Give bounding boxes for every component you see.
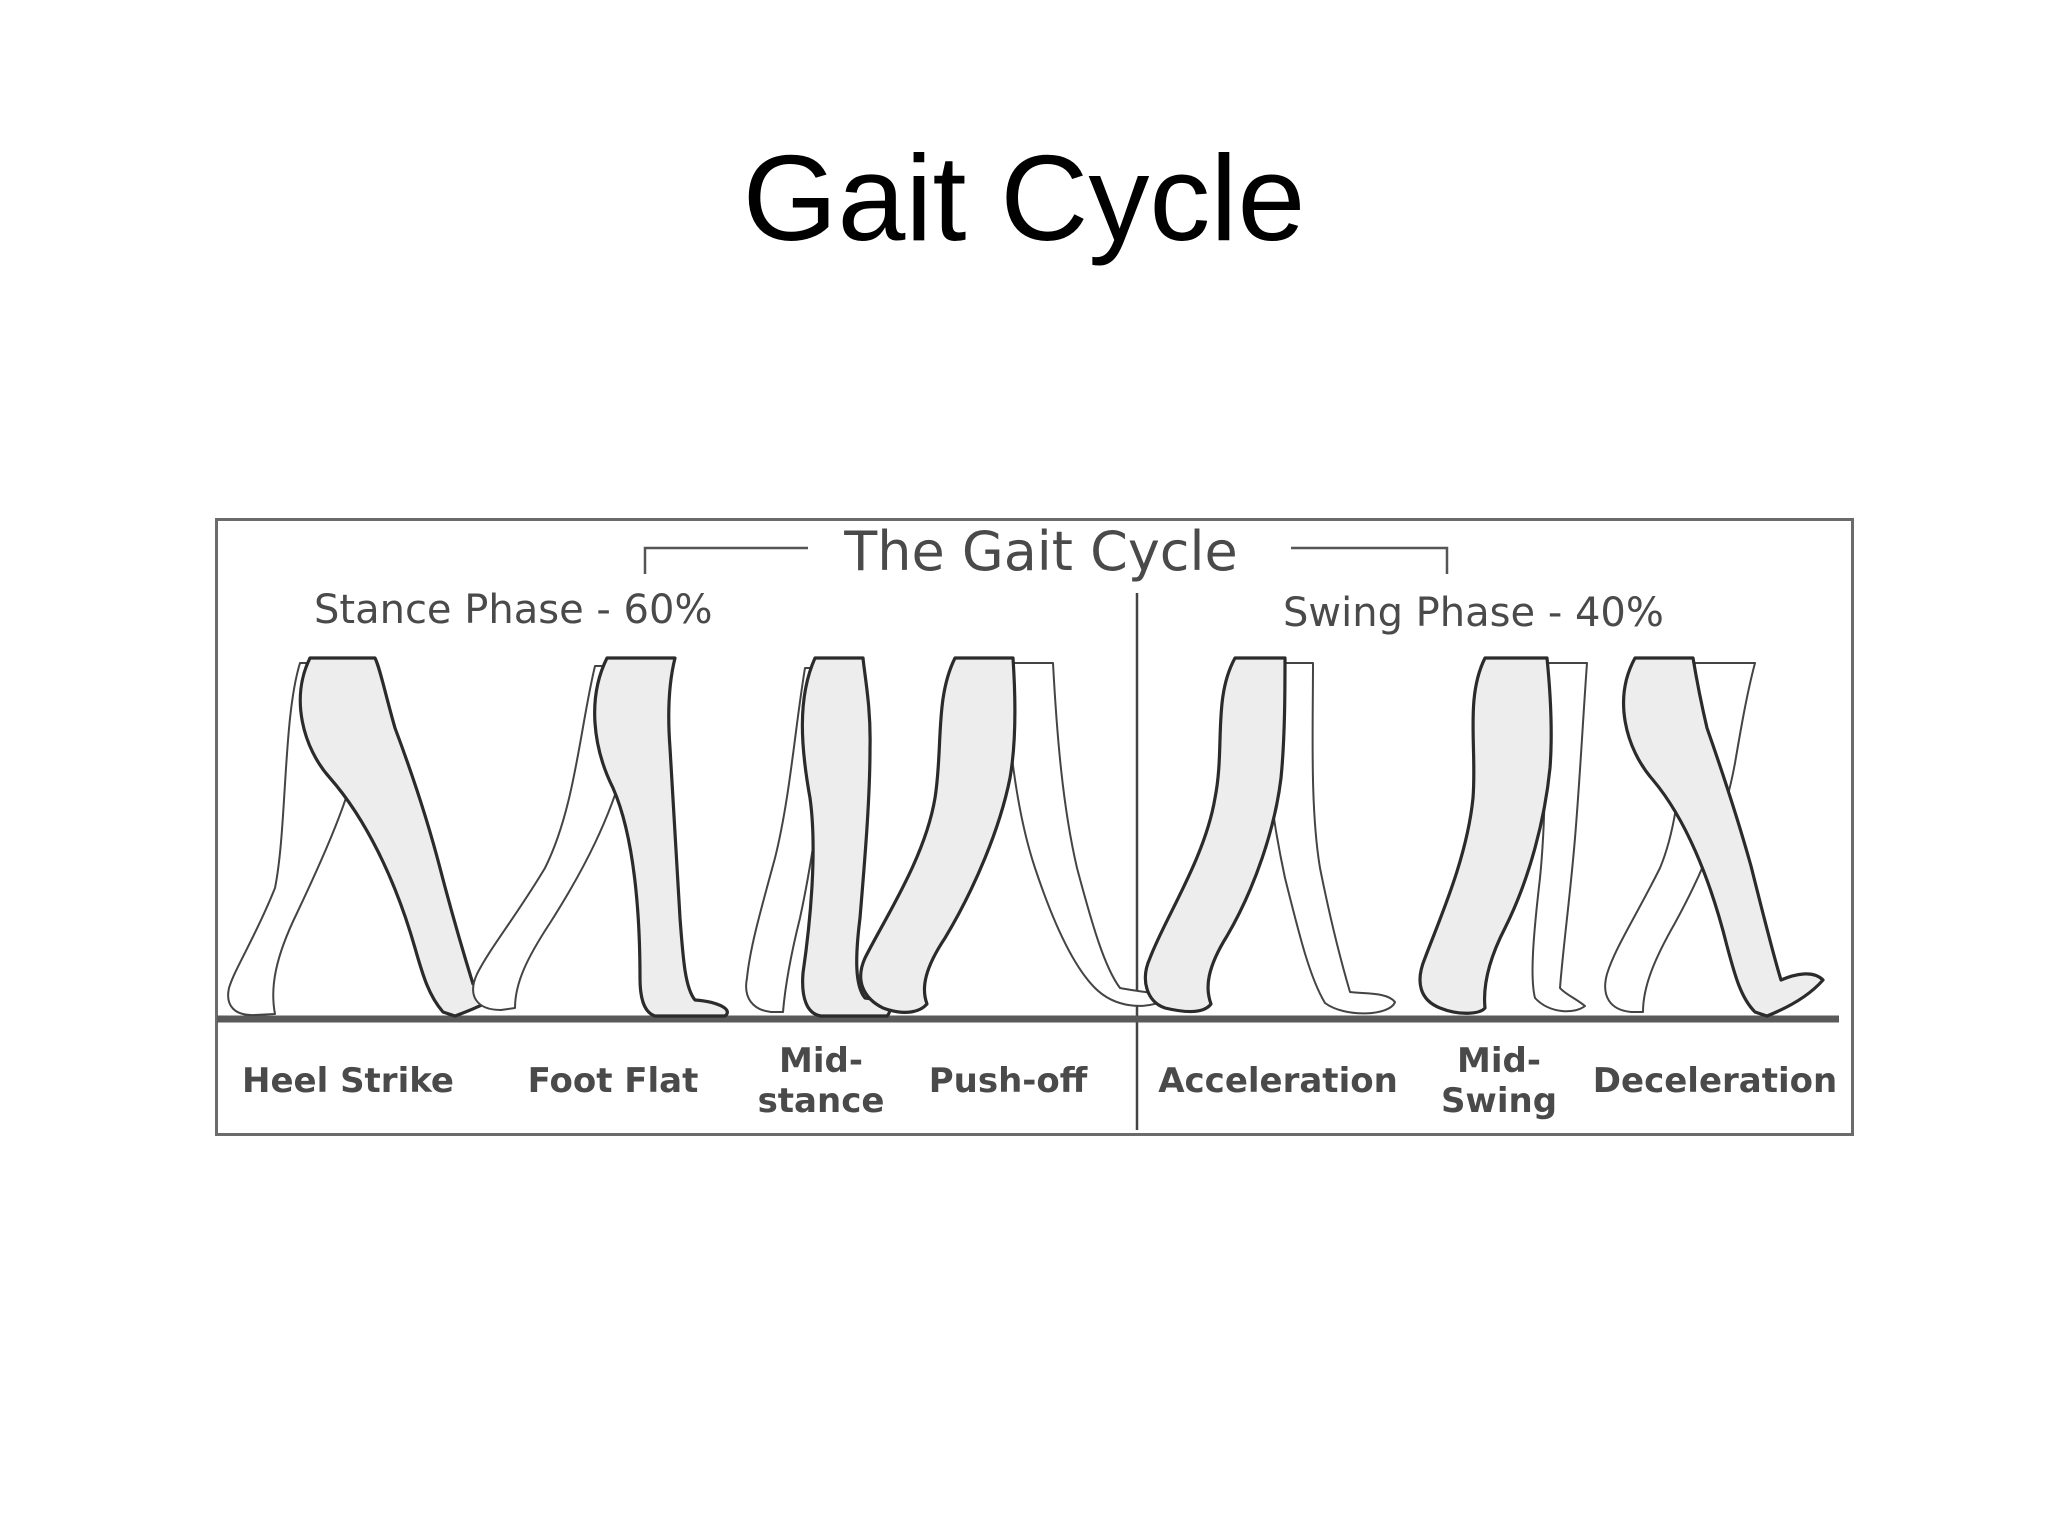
phase-label-mid-swing-line1: Mid- xyxy=(1457,1041,1541,1081)
gait-cycle-diagram: The Gait Cycle Stance Phase - 60% Swing … xyxy=(215,518,1854,1136)
leg-figure-foot-flat xyxy=(472,656,729,1018)
gait-cycle-figure: The Gait Cycle Stance Phase - 60% Swing … xyxy=(215,518,1854,1136)
phase-label-heel-strike: Heel Strike xyxy=(242,1061,454,1101)
heading-bracket-left xyxy=(643,546,808,574)
phase-label-push-off: Push-off xyxy=(929,1061,1088,1101)
phase-label-mid-stance-line1: Mid- xyxy=(779,1041,863,1081)
phase-label-mid-swing-line2: Swing xyxy=(1441,1081,1557,1121)
slide-title: Gait Cycle xyxy=(742,130,1306,266)
phase-label-acceleration: Acceleration xyxy=(1158,1061,1398,1101)
leg-figure-mid-swing xyxy=(1418,656,1588,1015)
figure-heading: The Gait Cycle xyxy=(843,520,1237,583)
phase-label-foot-flat: Foot Flat xyxy=(528,1061,699,1101)
phase-label-mid-stance-line2: stance xyxy=(758,1081,885,1121)
swing-phase-label: Swing Phase - 40% xyxy=(1283,590,1664,636)
leg-figure-deceleration xyxy=(1604,656,1825,1018)
heading-bracket-right xyxy=(1291,546,1449,574)
leg-figure-heel-strike xyxy=(227,656,517,1018)
stance-phase-label: Stance Phase - 60% xyxy=(314,587,712,633)
leg-figure-acceleration xyxy=(1143,656,1396,1015)
phase-label-deceleration: Deceleration xyxy=(1593,1061,1837,1101)
